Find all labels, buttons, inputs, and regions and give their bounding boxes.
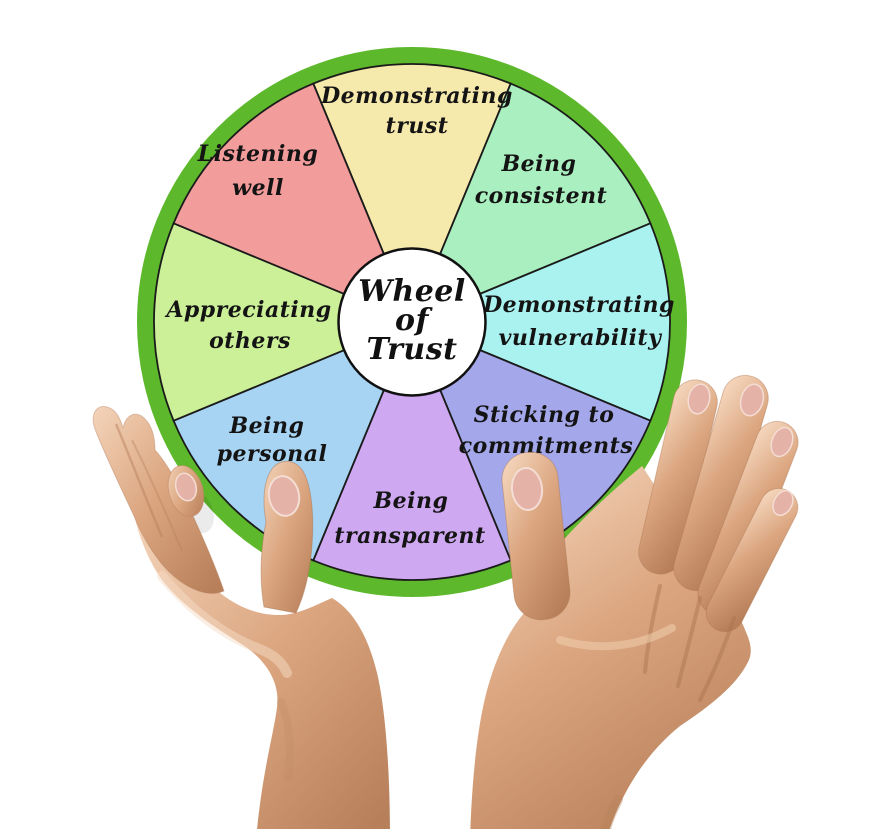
- label-being-consistent-line2: consistent: [475, 183, 608, 209]
- right-index-nail: [687, 383, 711, 415]
- segment-being-transparent: [312, 319, 512, 581]
- right-hand-crease-1: [643, 584, 662, 674]
- segment-demonstrating-trust: [312, 63, 512, 325]
- label-sticking-to-commitments-line2: commitments: [459, 433, 633, 459]
- right-wrist-shading: [600, 795, 623, 829]
- center-title-line1: Wheel: [358, 274, 466, 309]
- label-being-personal-line2: personal: [217, 441, 328, 467]
- center-title-line2: of: [395, 303, 434, 338]
- label-appreciating-others-line2: others: [209, 328, 291, 354]
- left-palm-highlight: [157, 571, 292, 678]
- label-being-consistent-line1: Being: [501, 151, 577, 177]
- label-being-personal-line1: Being: [229, 413, 305, 439]
- left-finger-crease-2: [131, 439, 183, 552]
- right-hand-crease-2: [676, 596, 702, 688]
- right-thumb-nail: [510, 467, 544, 511]
- right-middle-nail: [739, 383, 765, 417]
- left-fingers: [92, 406, 225, 594]
- left-thumb-nail: [267, 475, 301, 517]
- label-listening-well-line1: Listening: [197, 141, 319, 167]
- right-hand-crease-3: [698, 616, 736, 702]
- right-pinky-nail: [772, 489, 794, 517]
- segment-listening-well: [172, 82, 414, 324]
- label-appreciating-others-line1: Appreciating: [164, 297, 331, 323]
- label-demonstrating-vulnerability-line2: vulnerability: [499, 325, 664, 351]
- center-title-line3: Trust: [366, 332, 457, 367]
- label-demonstrating-trust-line1: Demonstrating: [320, 83, 513, 109]
- segment-being-consistent: [410, 82, 652, 324]
- segment-appreciating-others: [153, 222, 415, 422]
- segment-demonstrating-vulnerability: [409, 222, 671, 422]
- label-listening-well-line2: well: [232, 175, 284, 201]
- left-palm: [134, 513, 390, 829]
- label-sticking-to-commitments-line1: Sticking to: [474, 402, 615, 428]
- left-wrist-shading: [277, 698, 294, 782]
- wheel-of-trust-diagram: Demonstrating trust Being consistent Dem…: [137, 47, 687, 597]
- wheel-outer-ring: [137, 47, 687, 597]
- left-hand: [92, 406, 390, 829]
- left-index-nail: [174, 472, 198, 502]
- right-ring-nail: [770, 426, 794, 458]
- label-being-transparent-line2: transparent: [334, 523, 485, 549]
- right-knuckle-highlight: [556, 624, 676, 651]
- label-demonstrating-trust-line2: trust: [386, 113, 449, 139]
- wheel-center-hub: [337, 247, 487, 397]
- label-being-transparent-line1: Being: [373, 488, 449, 514]
- right-hand: [470, 374, 799, 829]
- label-demonstrating-vulnerability-line1: Demonstrating: [482, 292, 675, 318]
- left-finger-crease-1: [114, 423, 164, 538]
